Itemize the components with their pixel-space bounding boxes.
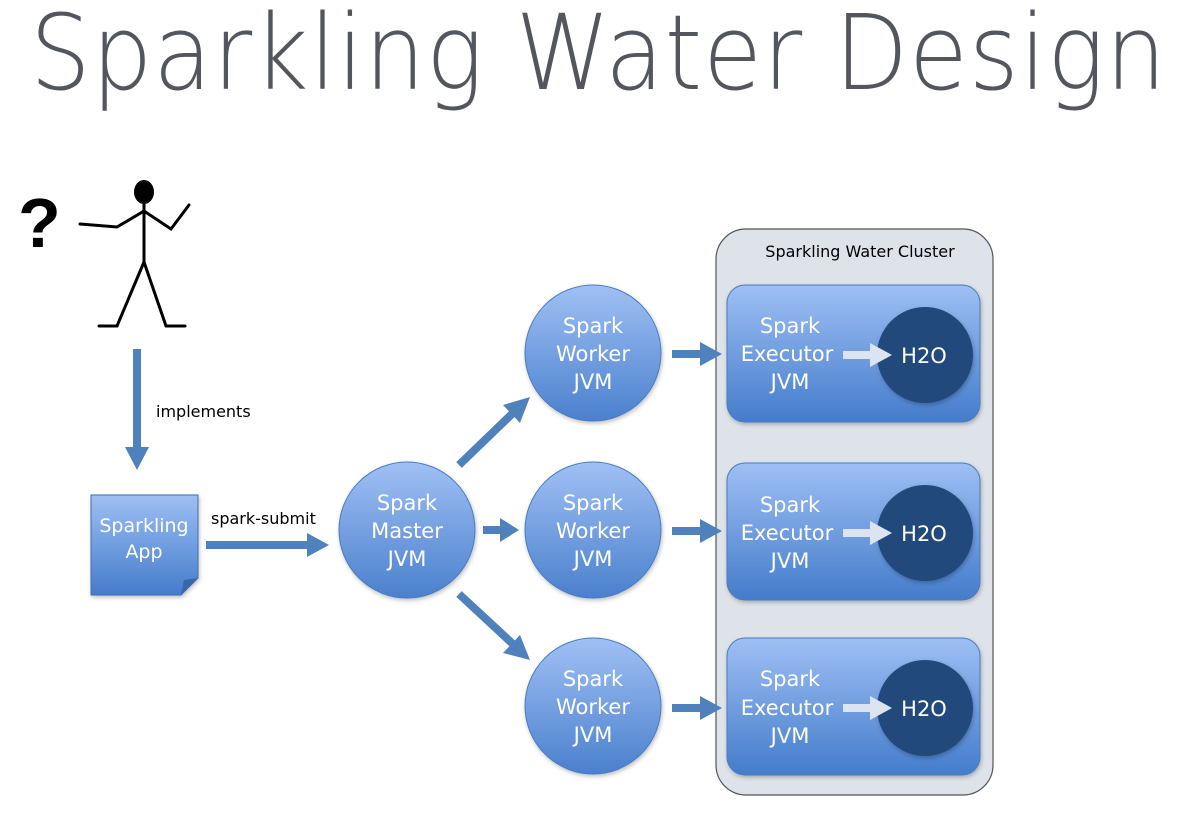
- spark-submit-label: spark-submit: [211, 509, 316, 528]
- h2o-node: [877, 307, 973, 403]
- svg-text:Spark: Spark: [563, 491, 624, 515]
- svg-text:Executor: Executor: [741, 696, 834, 720]
- h2o-node: [877, 660, 973, 756]
- worker-3: Spark Worker JVM: [524, 637, 662, 775]
- svg-text:Worker: Worker: [556, 695, 630, 719]
- svg-text:JVM: JVM: [769, 370, 810, 394]
- svg-text:Spark: Spark: [563, 314, 624, 338]
- worker-1: Spark Worker JVM: [524, 284, 662, 422]
- svg-text:Spark: Spark: [760, 493, 821, 517]
- app-label-line1: Sparkling: [99, 515, 188, 537]
- svg-text:H2O: H2O: [901, 522, 947, 546]
- svg-text:Spark: Spark: [563, 667, 624, 691]
- svg-text:H2O: H2O: [901, 697, 947, 721]
- svg-text:JVM: JVM: [572, 370, 613, 394]
- master-line2: Master: [371, 519, 443, 543]
- arrow-up-head: [503, 397, 530, 423]
- sparkling-app-node: [90, 494, 199, 596]
- executor-1: Spark Executor JVM H2O: [726, 284, 981, 423]
- implements-arrow: [125, 349, 149, 470]
- worker-2: Spark Worker JVM: [524, 461, 662, 599]
- implements-label: implements: [156, 402, 251, 421]
- svg-text:JVM: JVM: [572, 723, 613, 747]
- master-line1: Spark: [377, 491, 438, 515]
- svg-text:Worker: Worker: [556, 519, 630, 543]
- executor-3: Spark Executor JVM H2O: [726, 637, 981, 776]
- app-label-line2: App: [125, 541, 162, 563]
- h2o-node: [877, 485, 973, 581]
- worker-to-executor-arrows: [672, 342, 722, 720]
- master-line3: JVM: [386, 547, 427, 571]
- spark-master-node: [338, 461, 476, 599]
- master-to-worker-arrows: [456, 397, 530, 660]
- cluster-title: Sparkling Water Cluster: [765, 242, 955, 261]
- svg-text:JVM: JVM: [769, 724, 810, 748]
- svg-text:H2O: H2O: [901, 344, 947, 368]
- svg-text:Spark: Spark: [760, 667, 821, 691]
- svg-text:Executor: Executor: [741, 342, 834, 366]
- spark-submit-arrow: [206, 533, 329, 557]
- executor-2: Spark Executor JVM H2O: [726, 462, 981, 601]
- user-stick-figure-icon: ?: [18, 180, 191, 328]
- question-mark: ?: [18, 184, 61, 262]
- svg-text:Executor: Executor: [741, 521, 834, 545]
- svg-text:Spark: Spark: [760, 314, 821, 338]
- svg-text:JVM: JVM: [572, 547, 613, 571]
- svg-text:JVM: JVM: [769, 549, 810, 573]
- slide-title: Sparkling Water Design: [30, 0, 1168, 114]
- svg-text:Worker: Worker: [556, 342, 630, 366]
